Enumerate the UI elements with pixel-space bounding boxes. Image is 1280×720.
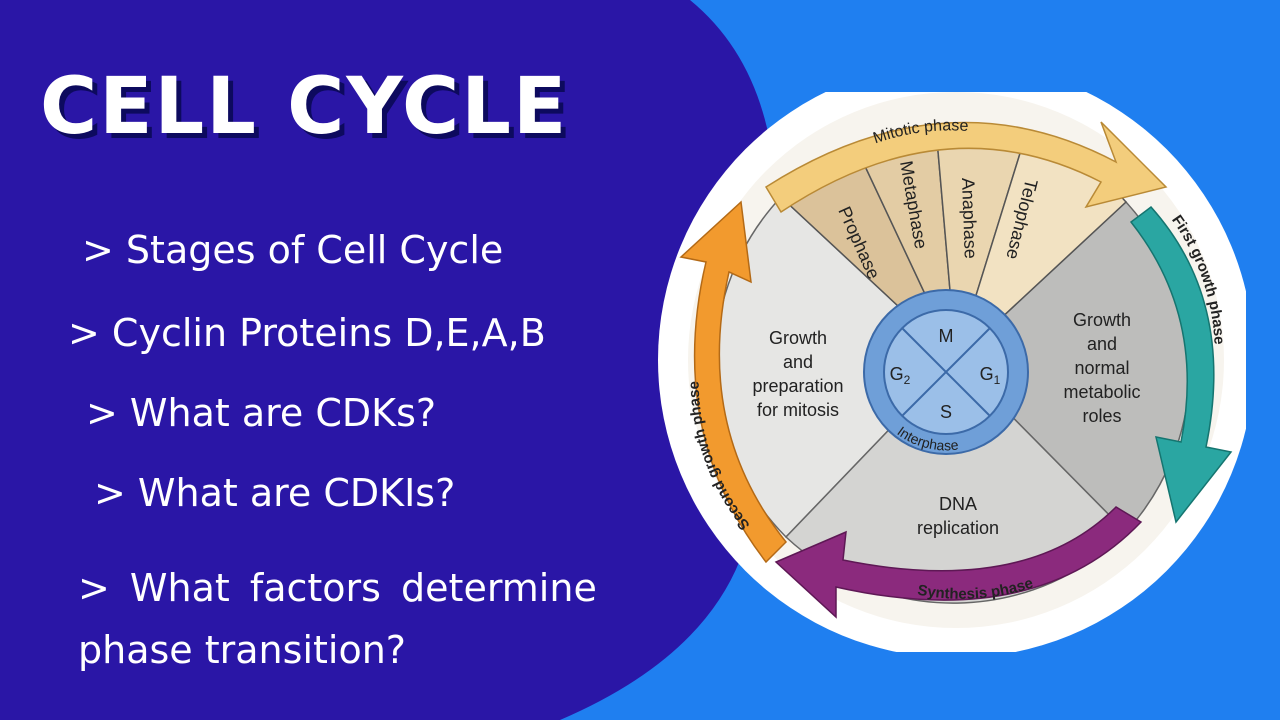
mitotic-arrow [764,121,1168,214]
s-description: DNA replication [917,494,999,538]
bullet-cyclin: > Cyclin Proteins D,E,A,B [68,311,546,355]
svg-text:metabolic: metabolic [1063,382,1140,402]
bullet-stages: > Stages of Cell Cycle [82,228,504,272]
cell-cycle-diagram: Mitotic phase First growth phase Synthes… [658,92,1246,652]
page-title: CELL CYCLE [40,62,569,152]
bullet-factors-line1: > What factors determine [78,566,597,610]
svg-text:roles: roles [1082,406,1121,426]
svg-text:Growth: Growth [1073,310,1131,330]
bullet-factors: > What factors determine phase transitio… [78,558,638,681]
svg-text:replication: replication [917,518,999,538]
svg-text:and: and [1087,334,1117,354]
left-panel [0,0,777,720]
second-growth-arrow [679,200,788,564]
center-m-label: M [939,326,954,346]
bullet-factors-line2: phase transition? [78,627,406,672]
first-growth-arrow [1129,205,1233,524]
bullet-cdkis: > What are CDKIs? [94,471,456,515]
bullet-cdks: > What are CDKs? [86,391,437,435]
svg-text:for mitosis: for mitosis [757,400,839,420]
g1-description: Growth and normal metabolic roles [1063,310,1140,426]
svg-text:DNA: DNA [939,494,977,514]
center-divider-2 [901,327,991,417]
center-s-label: S [940,402,952,422]
center-g1-label: G1 [980,364,1001,387]
anaphase-label: Anaphase [958,177,981,259]
g2-description: Growth and preparation for mitosis [752,328,843,420]
svg-text:normal: normal [1074,358,1129,378]
svg-text:Growth: Growth [769,328,827,348]
center-g2-label: G2 [890,364,911,387]
svg-text:preparation: preparation [752,376,843,396]
svg-text:and: and [783,352,813,372]
synthesis-arrow [774,506,1143,619]
